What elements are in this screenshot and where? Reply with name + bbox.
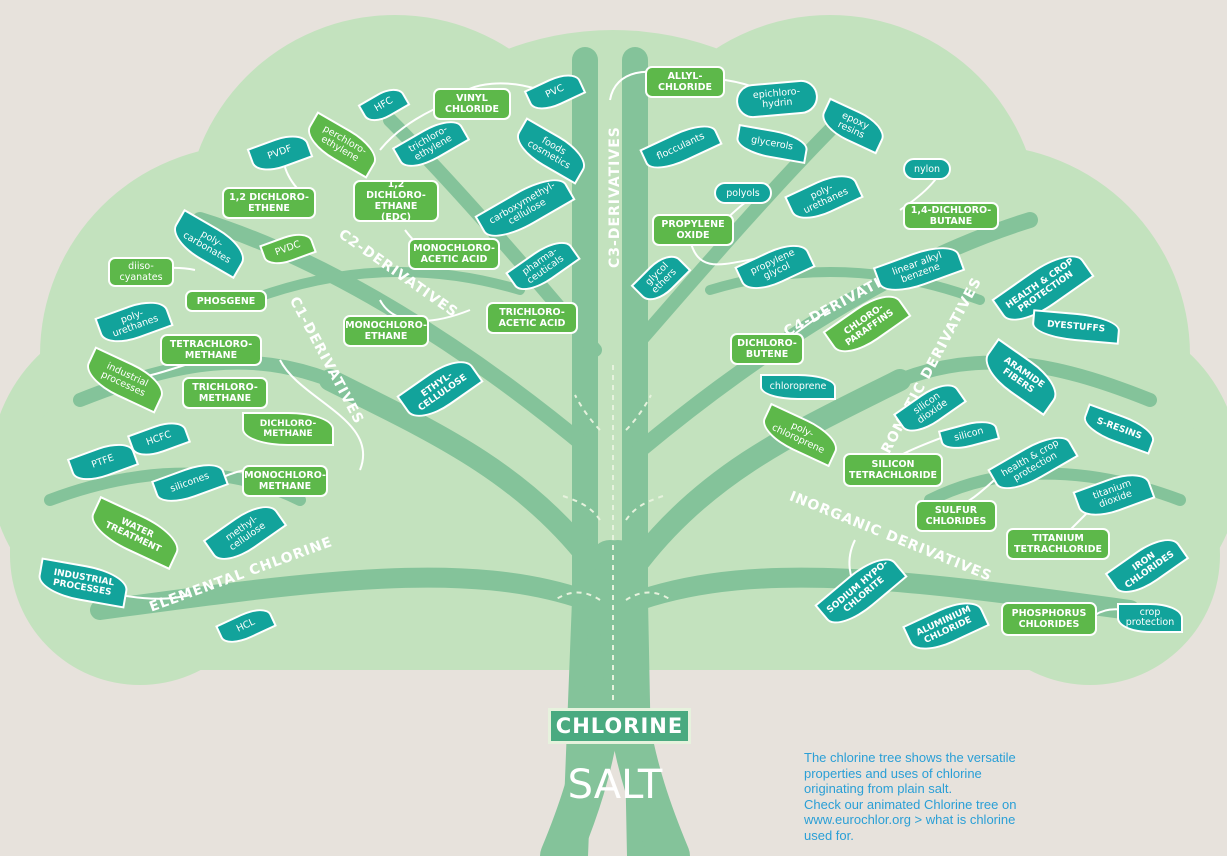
description-note: The chlorine tree shows the versatile pr… [804,750,1064,843]
compound-allyl-chloride: ALLYL- CHLORIDE [645,66,725,98]
compound-phosgene: PHOSGENE [185,290,267,312]
note-line: originating from plain salt. [804,781,953,796]
compound-trichloromethane: TRICHLORO- METHANE [182,377,268,409]
compound-monochloromethane: MONOCHLORO- METHANE [242,465,328,497]
compound-dichlorobutane: 1,4-DICHLORO- BUTANE [903,202,999,230]
compound-silicon-tetrachloride: SILICON TETRACHLORIDE [843,453,943,487]
chlorine-trunk-label: CHLORINE [548,708,691,744]
compound-dichlorobutene: DICHLORO- BUTENE [730,333,804,365]
leaf-diisocyanates: diiso- cyanates [108,257,174,287]
compound-vinyl-chloride: VINYL CHLORIDE [433,88,511,120]
compound-trichloroacetic-acid: TRICHLORO- ACETIC ACID [486,302,578,334]
note-line: properties and uses of chlorine [804,765,982,781]
leaf-crop-protection: crop protection [1117,603,1183,633]
leaf-nylon: nylon [903,158,951,180]
compound-titanium-tetrachloride: TITANIUM TETRACHLORIDE [1006,528,1110,560]
arrows [554,360,672,700]
compound-phosphorus-chlorides: PHOSPHORUS CHLORIDES [1001,602,1097,636]
note-line: www.eurochlor.org > what is chlorine [804,812,1016,827]
compound-sulfur-chlorides: SULFUR CHLORIDES [915,500,997,532]
compound-dichloroethane-edc: 1,2 DICHLORO- ETHANE (EDC) [353,179,439,223]
compound-monochloroacetic-acid: MONOCHLORO- ACETIC ACID [408,238,500,270]
note-line: The chlorine tree shows the versatile [804,750,1016,765]
compound-dichloroethene: 1,2 DICHLORO- ETHENE [222,187,316,219]
leaf-dichloromethane: DICHLORO- METHANE [242,412,334,446]
compound-tetrachloromethane: TETRACHLORO- METHANE [160,334,262,366]
salt-root-label: SALT [567,762,663,808]
note-line: Check our animated Chlorine tree on [804,796,1017,812]
leaf-polyols: polyols [714,182,772,204]
compound-monochloroethane: MONOCHLORO- ETHANE [343,315,429,347]
leaf-chloroprene: chloroprene [760,374,836,400]
note-line: used for. [804,827,854,843]
branch-label-c3-derivatives: C3-DERIVATIVES [607,126,623,268]
compound-propylene-oxide: PROPYLENE OXIDE [652,214,734,246]
